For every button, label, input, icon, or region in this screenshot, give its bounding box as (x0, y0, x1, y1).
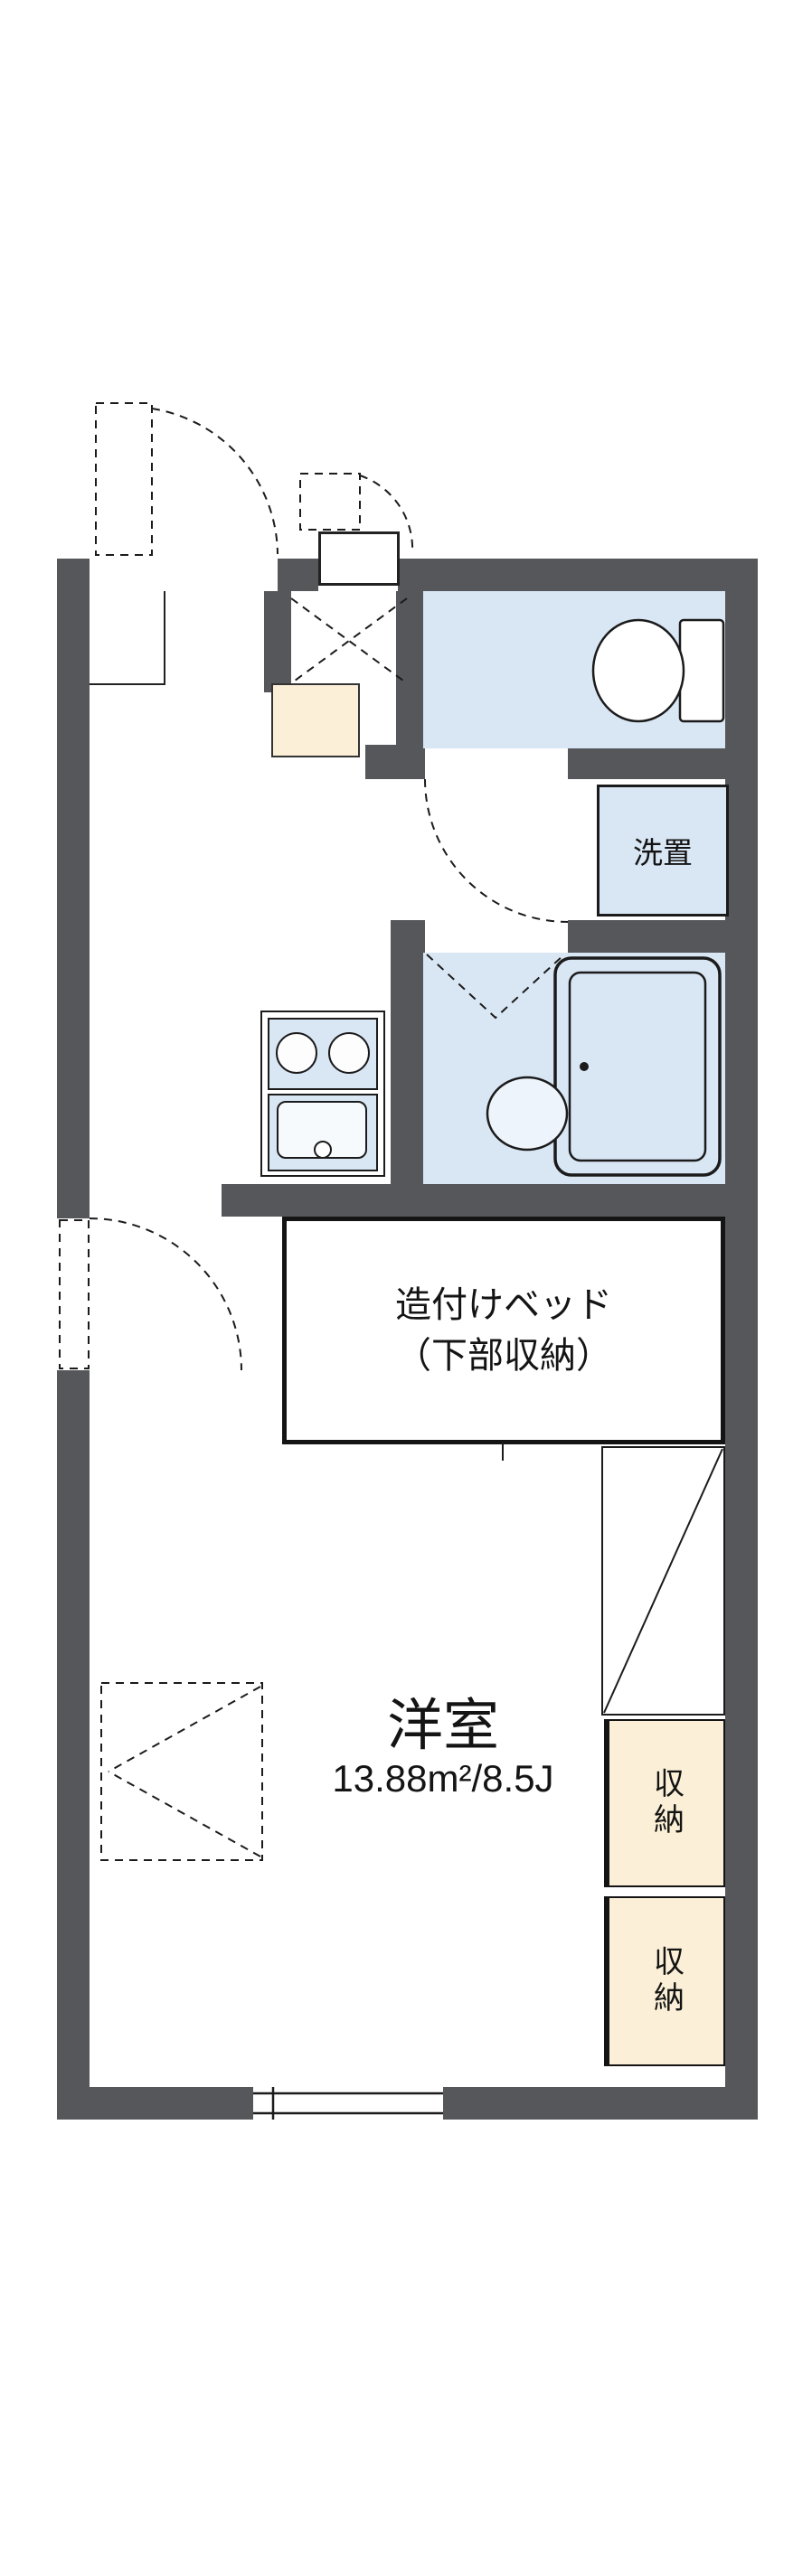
bed-label-line1: 造付けベッド (395, 1285, 612, 1325)
opening-toilet-door (425, 748, 568, 779)
entry-door-swing-arc (151, 408, 279, 555)
storage-box-upper: 収納 (604, 1719, 725, 1887)
genkan-floor (271, 683, 360, 757)
entrance-step-box (318, 531, 400, 586)
washer-label: 洗置 (633, 836, 693, 870)
opening-entry-closet (90, 559, 278, 591)
entrance-cross-line-2 (290, 597, 408, 684)
dashed-square-symbol (100, 1682, 263, 1861)
built-in-bed: 造付けベッド （下部収納） (282, 1217, 725, 1444)
opening-bath-door (425, 920, 568, 953)
washer-space: 洗置 (597, 785, 729, 917)
opening-left-door (57, 1218, 90, 1370)
storage-upper-label: 収納 (648, 1767, 684, 1839)
bathroom-floor (423, 953, 725, 1184)
storage-box-lower: 収納 (604, 1896, 725, 2066)
toilet-door-swing-arc (424, 778, 569, 923)
stove-burner-right (328, 1032, 370, 1074)
dashed-square-diag-1 (108, 1686, 261, 1772)
stove-burner-left (276, 1032, 317, 1074)
dashed-square-diag-2 (108, 1771, 261, 1857)
niche-box (601, 1446, 725, 1716)
toilet-room-floor (423, 591, 725, 748)
bed-label-line2: （下部収納） (395, 1336, 612, 1376)
wall-bath-left (391, 920, 423, 1217)
entry-closet (90, 591, 165, 685)
wall-bed-top (222, 1184, 725, 1217)
sink-faucet-dot (314, 1141, 332, 1159)
main-room-area: 13.88m²/8.5J (332, 1757, 554, 1800)
small-door-leaf (299, 473, 361, 531)
wall-genkan-corner-stub (365, 745, 396, 779)
entry-door-leaf (95, 402, 153, 556)
main-room-name: 洋室 (386, 1695, 499, 1757)
wall-entrance-stub (264, 591, 291, 692)
wall-right (725, 559, 758, 2120)
wall-entrance-right (396, 591, 423, 748)
storage-lower-label: 収納 (648, 1945, 684, 2017)
entrance-cross-line-1 (290, 597, 408, 684)
left-door-swing-arc (89, 1217, 242, 1371)
opening-window-bottom (253, 2087, 443, 2120)
